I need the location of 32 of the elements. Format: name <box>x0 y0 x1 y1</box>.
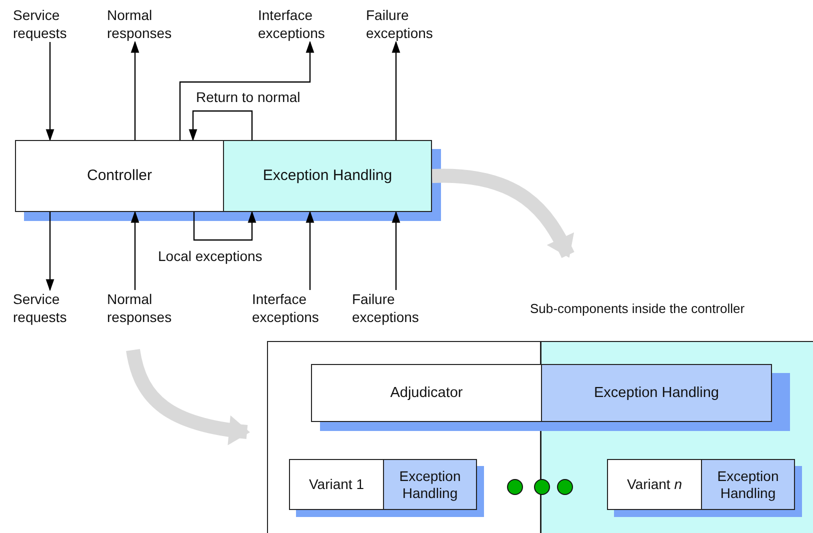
signal-label: Service requests <box>13 290 85 326</box>
sub-component-panel <box>267 341 813 533</box>
signal-label: Interface exceptions <box>252 290 344 326</box>
arrow <box>179 40 314 140</box>
signal-label: Normal responses <box>107 6 189 42</box>
caption-note: Sub-components inside the controller <box>530 301 745 317</box>
arrow <box>392 40 400 140</box>
arrow <box>130 40 140 140</box>
arrow <box>130 210 140 290</box>
exception-handling-box: Exception Handling <box>223 140 432 212</box>
arrow <box>46 42 54 142</box>
component-box: Variant n <box>607 459 702 510</box>
signal-label: Normal responses <box>107 290 189 326</box>
arrow <box>392 210 400 290</box>
arrow <box>306 210 314 290</box>
elaboration-arrow <box>432 168 574 258</box>
exception-handling-box: Exception Handling <box>383 459 477 510</box>
arrow <box>193 210 256 241</box>
arrow <box>188 110 253 142</box>
signal-label: Interface exceptions <box>258 6 350 42</box>
exception-handling-box: Exception Handling <box>701 459 795 510</box>
signal-label: Failure exceptions <box>366 6 456 42</box>
edge-label: Return to normal <box>196 88 300 106</box>
component-box: Variant 1 <box>289 459 384 510</box>
signal-label: Service requests <box>13 6 85 42</box>
arrow <box>46 212 54 292</box>
exception-handling-box: Exception Handling <box>541 364 772 422</box>
edge-label: Local exceptions <box>158 247 262 265</box>
component-box: Controller <box>15 140 224 212</box>
component-box: Adjudicator <box>311 364 542 422</box>
signal-label: Failure exceptions <box>352 290 442 326</box>
elaboration-arrow <box>126 348 250 445</box>
